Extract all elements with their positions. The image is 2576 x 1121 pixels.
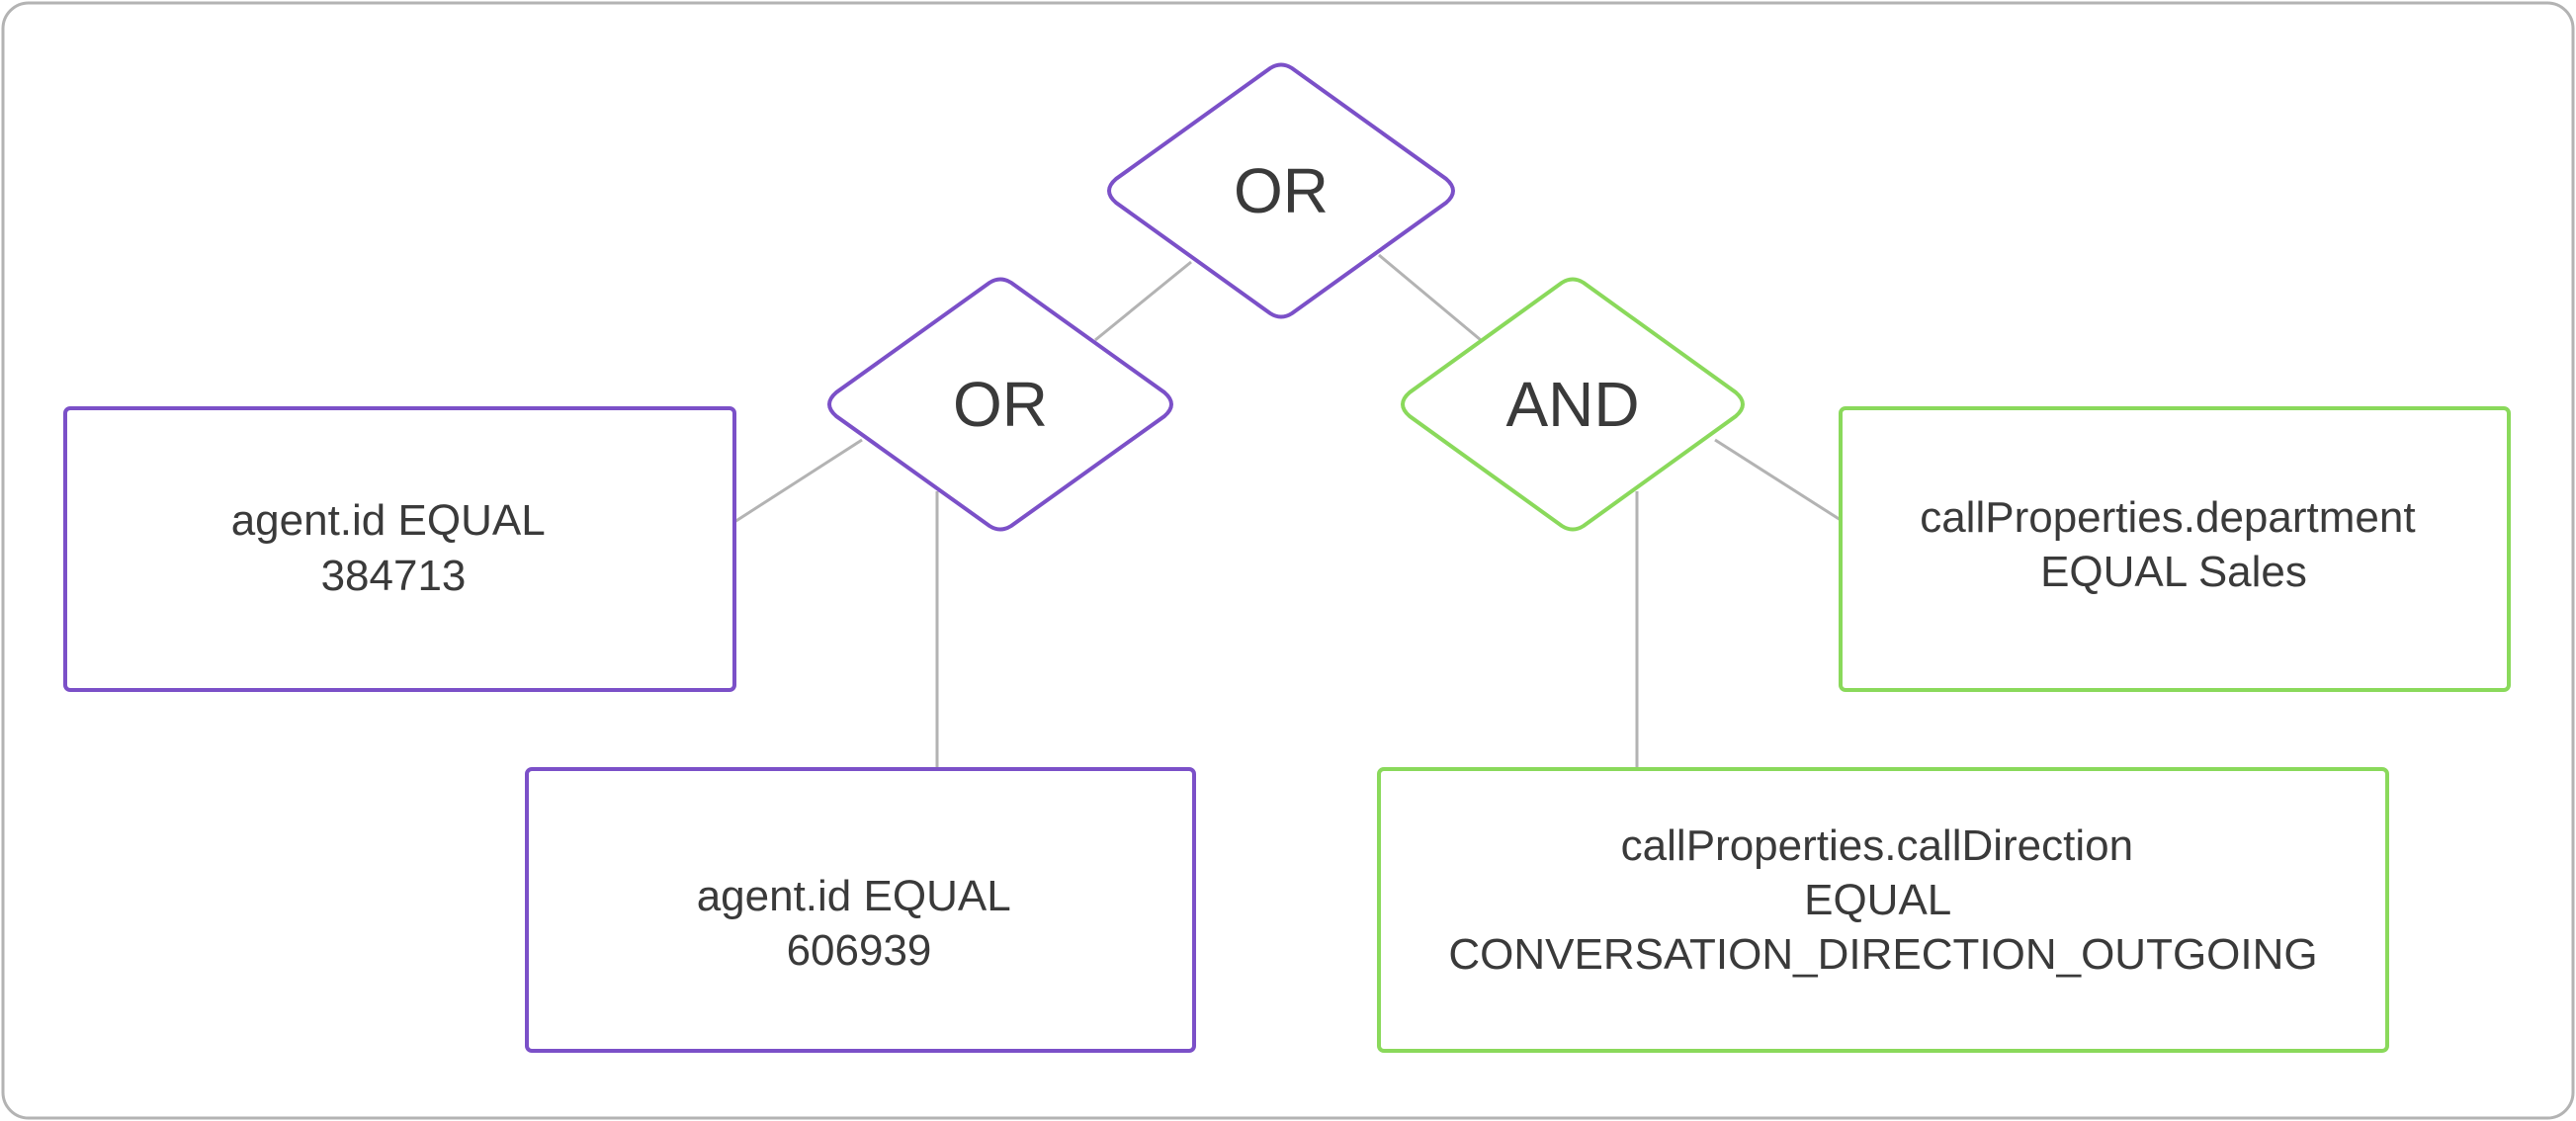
direction-condition-line-2: EQUAL (1804, 876, 1951, 924)
root-or-label: OR (1234, 155, 1329, 226)
department-condition-line-2: EQUAL Sales (2040, 548, 2307, 596)
connector-root-to-right-and (1378, 253, 1482, 342)
agent-condition-1-text: agent.id EQUAL 384713 (231, 496, 557, 600)
right-and-label: AND (1505, 369, 1639, 440)
agent-condition-1-box (63, 406, 736, 692)
department-condition-box (1839, 406, 2511, 692)
connector-and-to-department (1714, 438, 1842, 522)
left-or-diamond (827, 277, 1173, 532)
right-and-diamond (1401, 277, 1745, 532)
direction-condition-text: callProperties.callDirection EQUAL CONVE… (1448, 821, 2317, 979)
direction-condition-line-1: callProperties.callDirection (1621, 821, 2133, 870)
connector-left-or-to-agent-1 (733, 438, 863, 524)
root-or-diamond (1107, 62, 1455, 319)
agent-condition-2-text: agent.id EQUAL 606939 (697, 872, 1022, 975)
right-and-node: AND (1401, 277, 1745, 532)
agent-condition-1-line-2: 384713 (321, 552, 467, 600)
department-condition-line-1: callProperties.department (1920, 493, 2415, 542)
connectors (733, 253, 1842, 768)
agent-condition-2-box (525, 767, 1196, 1053)
agent-condition-1-node: agent.id EQUAL 384713 (63, 406, 736, 692)
direction-condition-line-3: CONVERSATION_DIRECTION_OUTGOING (1448, 930, 2317, 979)
left-or-label: OR (953, 369, 1048, 440)
left-or-node: OR (827, 277, 1173, 532)
agent-condition-2-line-2: 606939 (787, 926, 932, 975)
department-condition-text: callProperties.department EQUAL Sales (1920, 493, 2428, 596)
department-condition-node: callProperties.department EQUAL Sales (1839, 406, 2511, 692)
agent-condition-1-line-1: agent.id EQUAL (231, 496, 545, 545)
direction-condition-node: callProperties.callDirection EQUAL CONVE… (1377, 767, 2389, 1053)
agent-condition-2-line-1: agent.id EQUAL (697, 872, 1010, 920)
connector-root-to-left-or (1094, 260, 1192, 342)
direction-condition-box (1377, 767, 2389, 1053)
root-or-node: OR (1107, 62, 1455, 319)
agent-condition-2-node: agent.id EQUAL 606939 (525, 767, 1196, 1053)
